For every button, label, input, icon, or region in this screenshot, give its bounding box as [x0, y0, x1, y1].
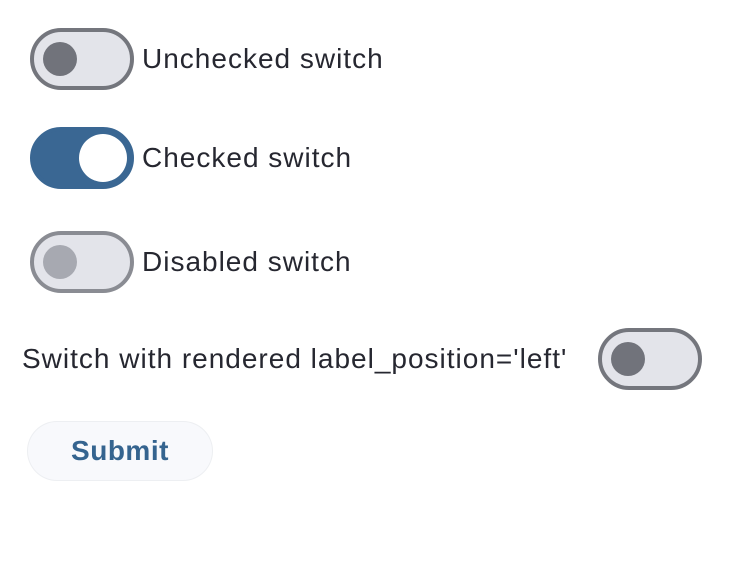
switch-thumb — [43, 245, 77, 279]
switch-thumb — [611, 342, 645, 376]
disabled-switch-label: Disabled switch — [142, 246, 352, 277]
switch-thumb — [79, 134, 127, 182]
unchecked-switch-toggle[interactable] — [30, 28, 134, 90]
label-left-switch-toggle[interactable] — [598, 328, 702, 390]
disabled-switch-toggle — [30, 231, 134, 293]
checked-switch-label: Checked switch — [142, 142, 353, 173]
submit-button[interactable]: Submit — [27, 421, 213, 481]
label-left-switch-label: Switch with rendered label_position='lef… — [22, 343, 568, 374]
checked-switch-toggle[interactable] — [30, 127, 134, 189]
switch-thumb — [43, 42, 77, 76]
unchecked-switch-label: Unchecked switch — [142, 43, 384, 74]
